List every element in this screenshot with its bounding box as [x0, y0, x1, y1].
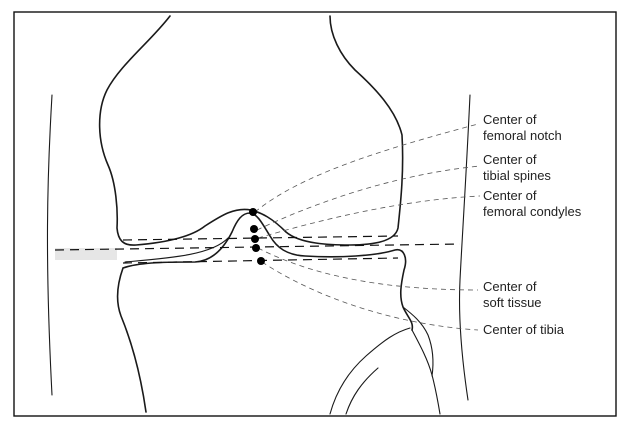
label-femoral-notch-line1: Center of: [483, 112, 537, 127]
leader-tibia: [262, 262, 478, 330]
soft-tissue-right-outline: [459, 95, 470, 400]
tibia-outline: [118, 213, 413, 412]
tibia-right-shaft: [412, 330, 440, 414]
dot-tibia: [257, 257, 265, 265]
label-femoral-notch-line2: femoral notch: [483, 128, 562, 143]
label-tibia: Center of tibia: [483, 322, 565, 337]
label-tibial-spines-line2: tibial spines: [483, 168, 551, 183]
tibia-cortex-line-2: [346, 368, 378, 414]
label-soft-tissue-line2: soft tissue: [483, 295, 542, 310]
label-tibial-spines-line1: Center of: [483, 152, 537, 167]
label-femoral-condyles-line1: Center of: [483, 188, 537, 203]
leader-tibial-spines: [257, 166, 480, 230]
tibia-inner-contour: [125, 238, 228, 262]
condyle-guide-line: [123, 236, 398, 240]
soft-tissue-left-outline: [47, 95, 52, 395]
label-femoral-condyles-line2: femoral condyles: [483, 204, 582, 219]
tibia-cortex-line: [330, 328, 410, 414]
dot-femoral-notch: [249, 208, 257, 216]
leader-femoral-condyles: [258, 196, 480, 238]
dot-femoral-condyles: [251, 235, 259, 243]
label-soft-tissue-line1: Center of: [483, 279, 537, 294]
dot-tibial-spines: [250, 225, 258, 233]
dot-soft-tissue: [252, 244, 260, 252]
